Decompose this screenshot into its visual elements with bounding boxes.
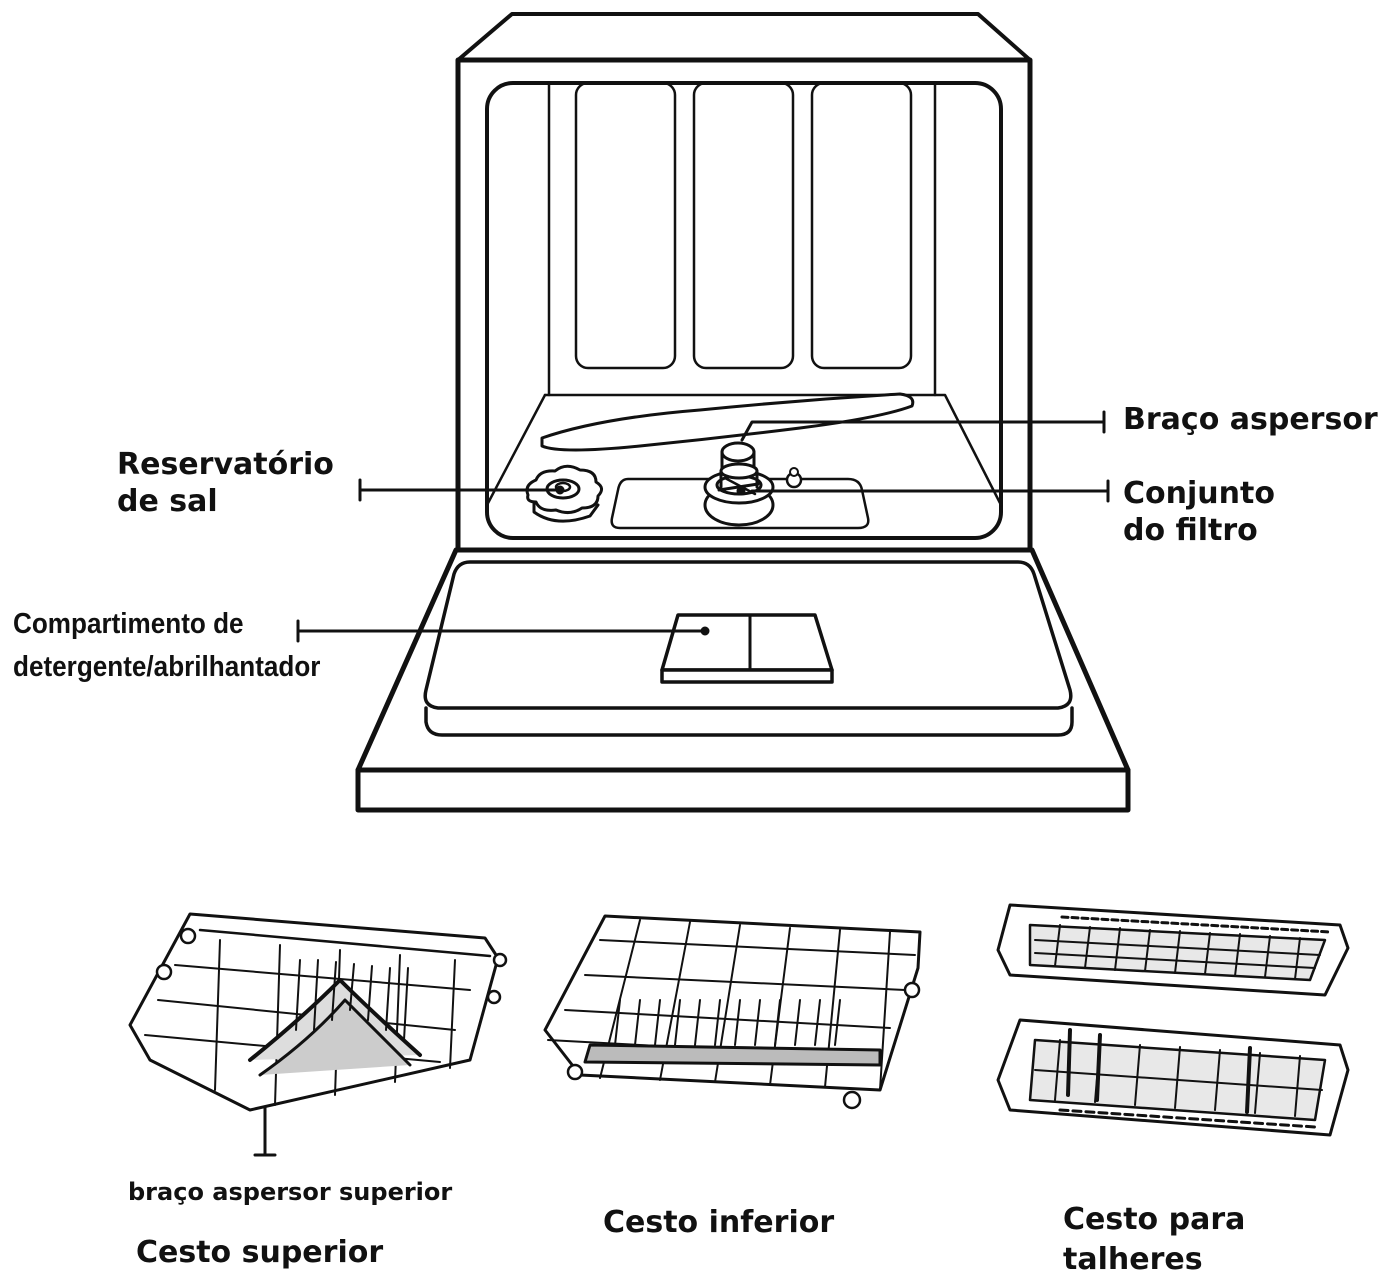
detergent-label-line1: Compartimento de [13, 608, 244, 640]
cutlery-basket-bottom [996, 1018, 1350, 1137]
cutlery-basket-label-line1: Cesto para [1063, 1202, 1246, 1237]
lower-basket [543, 914, 922, 1110]
salt-reservoir-cap [525, 464, 603, 523]
filter-assembly [703, 462, 803, 527]
upper-spray-arm-label: braço aspersor superior [128, 1178, 453, 1206]
salt-reservoir-label-line2: de sal [117, 484, 218, 519]
lower-spray-arm [540, 392, 915, 472]
spray-arm-label: Braço aspersor [1123, 402, 1378, 437]
salt-reservoir-label-line1: Reservatório [117, 447, 334, 482]
cutlery-basket-top [996, 903, 1350, 997]
detergent-label-line2: detergente/abrilhantador [13, 651, 321, 683]
lower-basket-label: Cesto inferior [603, 1205, 835, 1240]
upper-basket-label: Cesto superior [136, 1235, 384, 1270]
detergent-dispenser [660, 613, 834, 684]
filter-assembly-label-line1: Conjunto [1123, 476, 1275, 511]
cutlery-basket-label-line2: talheres [1063, 1242, 1203, 1277]
upper-basket [128, 912, 508, 1112]
leader-lines [253, 410, 1110, 1157]
filter-assembly-label-line2: do filtro [1123, 513, 1258, 548]
